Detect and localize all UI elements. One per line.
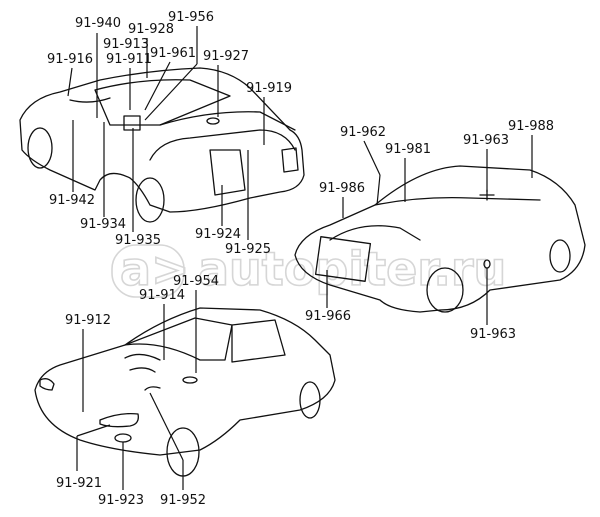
hatchback-body [294,165,586,313]
front-sedan-harness [124,353,161,373]
front-sedan-drawing [34,307,336,477]
part-label: 91-981 [385,142,431,157]
hatchback-front-wheel [426,267,464,313]
leader-line [144,61,171,111]
hatchback-harness [329,225,421,241]
part-label: 91-912 [65,313,111,328]
rear-sedan-grommet [206,117,220,125]
rear-sedan-trunk-lid [149,129,296,161]
front-sedan-pad [182,376,198,384]
part-label: 91-923 [98,493,144,508]
part-label: 91-954 [173,274,219,289]
rear-sedan-tail-lamp [209,149,246,196]
part-label: 91-924 [195,227,241,242]
part-label: 91-952 [160,493,206,508]
front-sedan-fog-lamp [99,412,139,428]
rear-sedan-callouts: 91-940 91-928 91-956 91-913 91-916 91-91… [47,10,292,257]
front-sedan-rear-wheel [299,381,321,419]
front-sedan-body [34,307,336,456]
leader-line [363,140,381,176]
leader-line [376,174,381,206]
hatchback-roof-line [374,196,541,206]
rear-sedan-front-wheel [27,127,53,169]
part-label: 91-928 [128,22,174,37]
part-label: 91-927 [203,49,249,64]
watermark-logo-text: a> [120,242,190,296]
part-label: 91-962 [340,125,386,140]
part-label: 91-940 [75,16,121,31]
hatchback-rear-wheel [549,239,571,273]
front-sedan-side-window [231,319,286,363]
rear-sedan-trunk-line [159,111,296,131]
watermark-text: autopiter.ru [198,242,506,296]
part-label: 91-963 [463,133,509,148]
part-label: 91-961 [150,46,196,61]
front-sedan-callouts: 91-954 91-914 91-912 91-921 91-923 91-95… [56,274,219,508]
front-sedan-grommet [114,433,132,443]
watermark-logo-badge [111,244,185,298]
part-label: 91-925 [225,242,271,257]
part-label: 91-921 [56,476,102,491]
part-label: 91-963 [470,327,516,342]
leader-line [149,392,184,461]
rear-sedan-relay-box [123,115,141,131]
rear-sedan-rear-wheel [135,177,165,223]
part-label: 91-986 [319,181,365,196]
rear-sedan-rear-lamp [281,147,299,173]
leader-line [76,424,111,437]
leader-line [67,67,73,97]
watermark: a> autopiter.ru [111,241,507,298]
part-label: 91-934 [80,217,126,232]
front-sedan-windshield [124,317,233,361]
leader-line [144,63,198,121]
part-label: 91-919 [246,81,292,96]
part-label: 91-942 [49,193,95,208]
hatchback-callouts: 91-962 91-981 91-963 91-988 91-986 91-96… [305,119,554,342]
rear-sedan-harness [69,97,111,103]
part-label: 91-935 [115,233,161,248]
part-label: 91-914 [139,288,185,303]
part-label: 91-911 [106,52,152,67]
part-label: 91-956 [168,10,214,25]
hatchback-front-panel [314,236,372,282]
part-label: 91-916 [47,52,93,67]
part-label: 91-913 [103,37,149,52]
front-sedan-connector [144,386,161,391]
rear-sedan-drawing [19,67,305,223]
part-label: 91-966 [305,309,351,324]
front-sedan-headlamp [39,378,55,391]
part-label: 91-988 [508,119,554,134]
